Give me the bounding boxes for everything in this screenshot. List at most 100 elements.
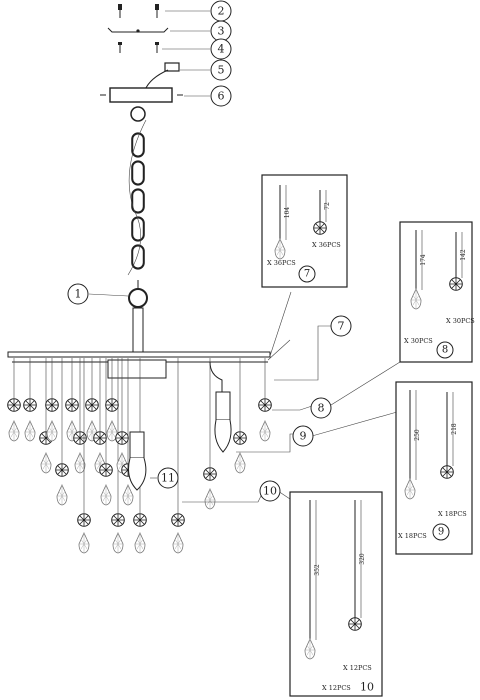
mounting-bracket (107, 27, 210, 33)
crystal-ball (65, 398, 79, 412)
svg-text:3: 3 (218, 25, 225, 38)
dimension-b-text: 142 (460, 249, 467, 261)
wire-connector (144, 62, 210, 91)
callout-9: 9 (292, 425, 314, 447)
strand (93, 358, 107, 474)
strand (233, 358, 247, 474)
callout-11: 11 (157, 467, 179, 489)
crystal-ball (348, 617, 362, 631)
dimension-b-text: 218 (451, 423, 458, 435)
strand (258, 358, 272, 442)
svg-text:10: 10 (263, 485, 277, 498)
chandelier-frame (7, 339, 291, 379)
svg-text:2: 2 (218, 5, 225, 18)
ceiling-screws (118, 4, 210, 18)
detail-box-label: 10 (360, 681, 374, 694)
chain-loop (128, 280, 148, 308)
strand (77, 358, 91, 554)
crystal-pendant (122, 484, 134, 506)
svg-text:10: 10 (360, 681, 374, 694)
crystal-pendant (46, 420, 58, 442)
crystal-ball (77, 513, 91, 527)
strand (7, 358, 21, 442)
dimension-b-text: 72 (324, 202, 331, 210)
crystal-ball (258, 398, 272, 412)
crystal-pendant (259, 420, 271, 442)
callout-6: 6 (210, 85, 232, 107)
quantity-b: X 36PCS (312, 241, 341, 249)
strand (85, 358, 99, 442)
crystal-ball (171, 513, 185, 527)
crystal-pendant (78, 532, 90, 554)
strand (203, 358, 217, 510)
strand (45, 358, 59, 442)
strand (99, 358, 113, 506)
quantity-a: X 12PCS (322, 684, 351, 692)
light-bulbs (128, 361, 232, 491)
callout-4: 4 (210, 38, 232, 60)
crystal-pendant (234, 452, 246, 474)
crystal-pendant (112, 532, 124, 554)
crystal-pendant (134, 532, 146, 554)
svg-text:6: 6 (218, 90, 225, 103)
crystal-pendant (24, 420, 36, 442)
crystal-ball (23, 398, 37, 412)
callout-3: 3 (210, 20, 232, 42)
quantity-b: X 12PCS (343, 664, 372, 672)
detail-box-10: 352 320 X 12PCS X 12PCS 10 (289, 491, 383, 697)
detail-box-label: 8 (436, 341, 454, 359)
dimension-b-text: 320 (359, 553, 366, 565)
crystal-pendant (204, 488, 216, 510)
strand (23, 358, 37, 442)
dimension-a-text: 104 (284, 207, 291, 219)
svg-text:1: 1 (75, 288, 82, 301)
crystal-ball (313, 221, 327, 235)
crystal-pendant (172, 532, 184, 554)
crystal-ball (99, 463, 113, 477)
callout-2: 2 (210, 0, 232, 22)
callout-8: 8 (310, 397, 332, 419)
svg-text:7: 7 (304, 269, 310, 280)
quantity-a: X 36PCS (267, 259, 296, 267)
dimension-a-text: 352 (314, 564, 321, 576)
crystal-pendant (8, 420, 20, 442)
callout-10: 10 (259, 480, 281, 502)
strand (39, 358, 53, 474)
crystal-ball (85, 398, 99, 412)
crystal-ball (440, 465, 454, 479)
crystal-ball (7, 398, 21, 412)
detail-box-7: 104 72 X 36PCS X 36PCS 7 (261, 174, 348, 288)
crystal-pendant (40, 452, 52, 474)
crystal-ball (55, 463, 69, 477)
strand (105, 358, 119, 442)
strand (73, 358, 87, 474)
svg-text:5: 5 (218, 64, 225, 77)
mounting-hardware (100, 4, 210, 103)
dimension-a-text: 250 (414, 429, 421, 441)
svg-text:7: 7 (338, 320, 345, 333)
chain (88, 106, 148, 354)
strand (65, 358, 79, 442)
svg-text:8: 8 (442, 345, 448, 356)
detail-box-label: 9 (432, 523, 450, 541)
crystal-ball (233, 431, 247, 445)
strand (55, 358, 69, 506)
svg-text:8: 8 (318, 402, 325, 415)
dimension-a-text: 174 (420, 254, 427, 266)
svg-text:9: 9 (438, 527, 444, 538)
crystal-ball (111, 513, 125, 527)
crystal-ball (45, 398, 59, 412)
crystal-ball (115, 431, 129, 445)
callout-5: 5 (210, 59, 232, 81)
crystal-ball (105, 398, 119, 412)
callout-7: 7 (330, 315, 352, 337)
crystal-pendant (100, 484, 112, 506)
crystal-pendant (74, 452, 86, 474)
strand (171, 358, 185, 554)
quantity-b: X 18PCS (438, 510, 467, 518)
crystal-ball (93, 431, 107, 445)
detail-box-label: 7 (298, 265, 316, 283)
